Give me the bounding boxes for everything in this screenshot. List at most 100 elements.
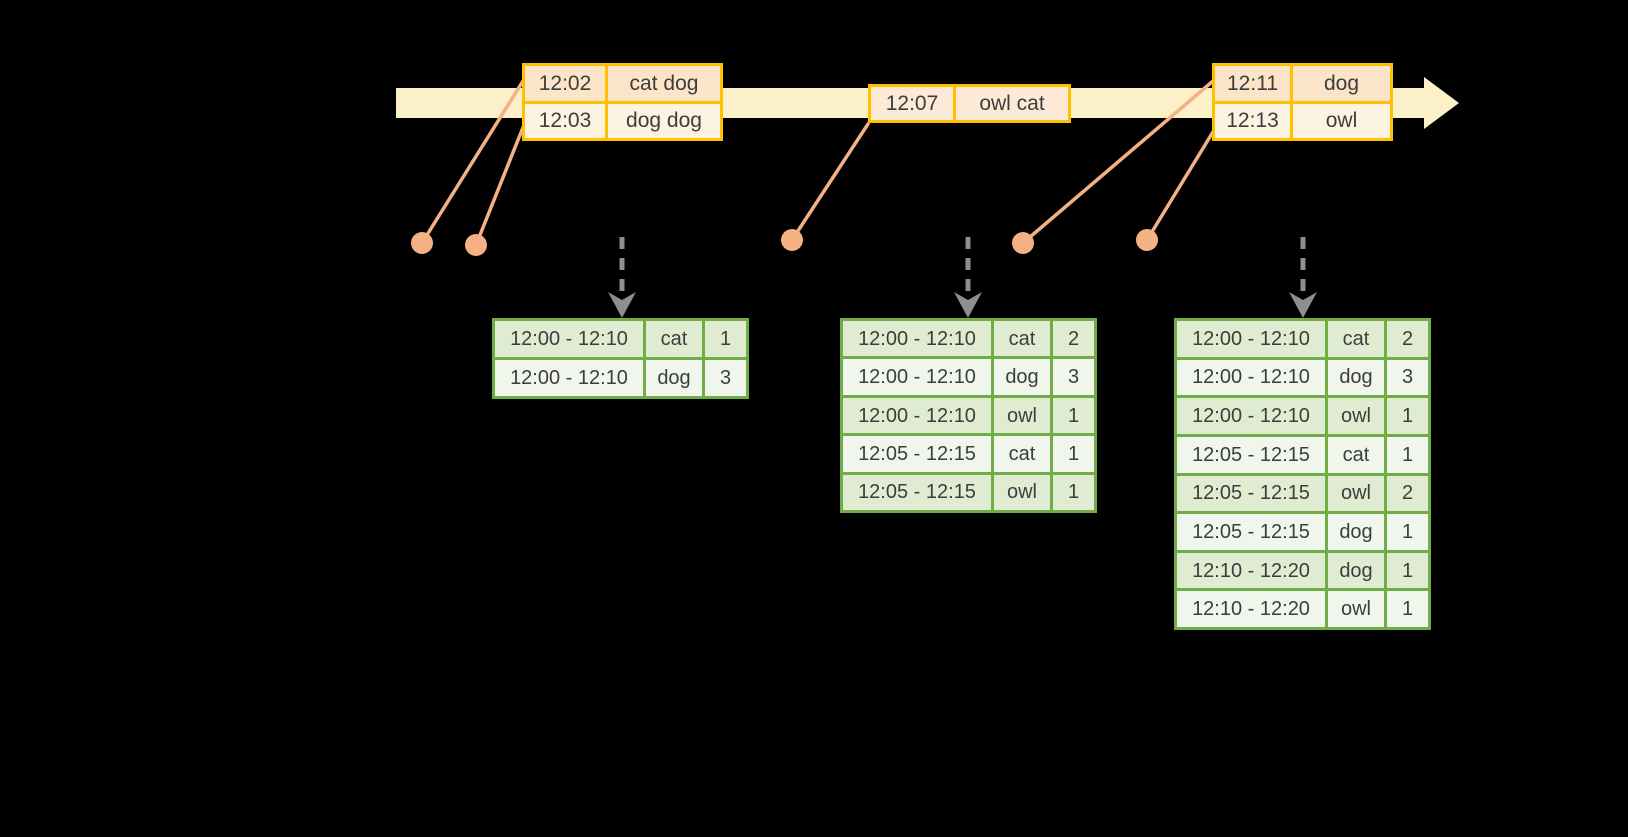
connector-line-1213 (1145, 125, 1218, 242)
result-window-cell: 12:05 - 12:15 (843, 436, 991, 472)
result-word-cell: owl (994, 397, 1050, 434)
result-window-cell: 12:00 - 12:10 (843, 359, 991, 395)
event-dot-1211 (1012, 232, 1034, 254)
result-count-cell: 1 (1387, 514, 1428, 550)
result-window-cell: 12:10 - 12:20 (1177, 591, 1325, 627)
result-word-cell: dog (994, 359, 1050, 395)
event-connectors (420, 79, 1218, 247)
event-time-cell: 12:07 (871, 87, 953, 120)
event-row: 12:02 cat dog (525, 66, 720, 101)
trigger-arrows (608, 237, 1317, 318)
event-table-2: 12:07 owl cat (868, 84, 1071, 123)
result-row: 12:00 - 12:10 cat 1 (495, 321, 746, 357)
event-time-cell: 12:11 (1215, 66, 1290, 101)
event-words-cell: dog dog (608, 103, 720, 138)
down-chevron-icon (1289, 292, 1317, 318)
result-window-cell: 12:05 - 12:15 (1177, 475, 1325, 512)
result-word-cell: cat (646, 321, 702, 357)
result-word-cell: owl (994, 474, 1050, 511)
result-row: 12:10 - 12:20 dog 1 (1177, 552, 1428, 589)
result-count-cell: 2 (1387, 321, 1428, 357)
result-table-1: 12:00 - 12:10 cat 1 12:00 - 12:10 dog 3 (492, 318, 749, 399)
result-row: 12:05 - 12:15 cat 1 (843, 436, 1094, 472)
event-row: 12:11 dog (1215, 66, 1390, 101)
result-window-cell: 12:00 - 12:10 (1177, 321, 1325, 357)
result-row: 12:00 - 12:10 owl 1 (1177, 398, 1428, 434)
result-window-cell: 12:00 - 12:10 (1177, 359, 1325, 396)
event-words-cell: owl cat (956, 87, 1068, 120)
event-row: 12:07 owl cat (871, 87, 1068, 120)
result-window-cell: 12:05 - 12:15 (1177, 436, 1325, 473)
down-chevron-icon (608, 292, 636, 318)
trigger-arrow-2 (954, 237, 982, 318)
event-time-cell: 12:03 (525, 103, 605, 138)
connector-line-1203 (474, 123, 526, 247)
result-row: 12:00 - 12:10 dog 3 (495, 360, 746, 396)
result-row: 12:05 - 12:15 cat 1 (1177, 436, 1428, 473)
connector-line-1211 (1021, 79, 1215, 245)
event-table-1: 12:02 cat dog 12:03 dog dog (522, 63, 723, 141)
event-words-cell: dog (1293, 66, 1390, 101)
result-word-cell: cat (994, 436, 1050, 472)
timeline-arrowhead-icon (1424, 77, 1459, 129)
down-chevron-icon (954, 292, 982, 318)
result-row: 12:10 - 12:20 owl 1 (1177, 591, 1428, 627)
result-word-cell: cat (1328, 321, 1384, 357)
result-window-cell: 12:05 - 12:15 (843, 474, 991, 511)
result-row: 12:00 - 12:10 owl 1 (843, 397, 1094, 434)
result-count-cell: 1 (1387, 398, 1428, 434)
result-row: 12:00 - 12:10 dog 3 (843, 359, 1094, 395)
result-word-cell: dog (1328, 552, 1384, 589)
event-time-cell: 12:02 (525, 66, 605, 101)
event-time-cell: 12:13 (1215, 103, 1290, 138)
result-count-cell: 1 (1387, 591, 1428, 627)
result-window-cell: 12:05 - 12:15 (1177, 514, 1325, 550)
result-word-cell: owl (1328, 591, 1384, 627)
result-word-cell: owl (1328, 398, 1384, 434)
result-count-cell: 1 (1387, 436, 1428, 473)
result-row: 12:05 - 12:15 owl 2 (1177, 475, 1428, 512)
event-dot-1202 (411, 232, 433, 254)
result-count-cell: 2 (1053, 321, 1094, 357)
result-window-cell: 12:00 - 12:10 (1177, 398, 1325, 434)
event-row: 12:13 owl (1215, 103, 1390, 138)
event-table-3: 12:11 dog 12:13 owl (1212, 63, 1393, 141)
result-count-cell: 1 (1053, 436, 1094, 472)
event-row: 12:03 dog dog (525, 103, 720, 138)
result-window-cell: 12:00 - 12:10 (843, 397, 991, 434)
event-dot-1203 (465, 234, 487, 256)
result-count-cell: 1 (1053, 474, 1094, 511)
trigger-arrow-1 (608, 237, 636, 318)
result-word-cell: owl (1328, 475, 1384, 512)
result-window-cell: 12:00 - 12:10 (495, 360, 643, 396)
result-table-3: 12:00 - 12:10 cat 2 12:00 - 12:10 dog 3 … (1174, 318, 1431, 630)
result-word-cell: dog (1328, 514, 1384, 550)
result-row: 12:05 - 12:15 dog 1 (1177, 514, 1428, 550)
result-row: 12:00 - 12:10 cat 2 (1177, 321, 1428, 357)
result-row: 12:00 - 12:10 cat 2 (843, 321, 1094, 357)
result-count-cell: 3 (705, 360, 746, 396)
result-count-cell: 3 (1053, 359, 1094, 395)
result-count-cell: 3 (1387, 359, 1428, 396)
result-count-cell: 1 (1387, 552, 1428, 589)
result-word-cell: dog (646, 360, 702, 396)
connector-line-1207 (790, 122, 870, 242)
result-row: 12:00 - 12:10 dog 3 (1177, 359, 1428, 396)
result-window-cell: 12:00 - 12:10 (495, 321, 643, 357)
event-markers (411, 229, 1158, 256)
connector-line-1202 (420, 79, 525, 245)
result-table-2: 12:00 - 12:10 cat 2 12:00 - 12:10 dog 3 … (840, 318, 1097, 513)
event-dot-1207 (781, 229, 803, 251)
event-words-cell: cat dog (608, 66, 720, 101)
result-count-cell: 1 (1053, 397, 1094, 434)
result-count-cell: 1 (705, 321, 746, 357)
trigger-arrow-3 (1289, 237, 1317, 318)
event-dot-1213 (1136, 229, 1158, 251)
result-word-cell: cat (994, 321, 1050, 357)
result-window-cell: 12:00 - 12:10 (843, 321, 991, 357)
result-count-cell: 2 (1387, 475, 1428, 512)
result-word-cell: dog (1328, 359, 1384, 396)
result-row: 12:05 - 12:15 owl 1 (843, 474, 1094, 511)
result-word-cell: cat (1328, 436, 1384, 473)
